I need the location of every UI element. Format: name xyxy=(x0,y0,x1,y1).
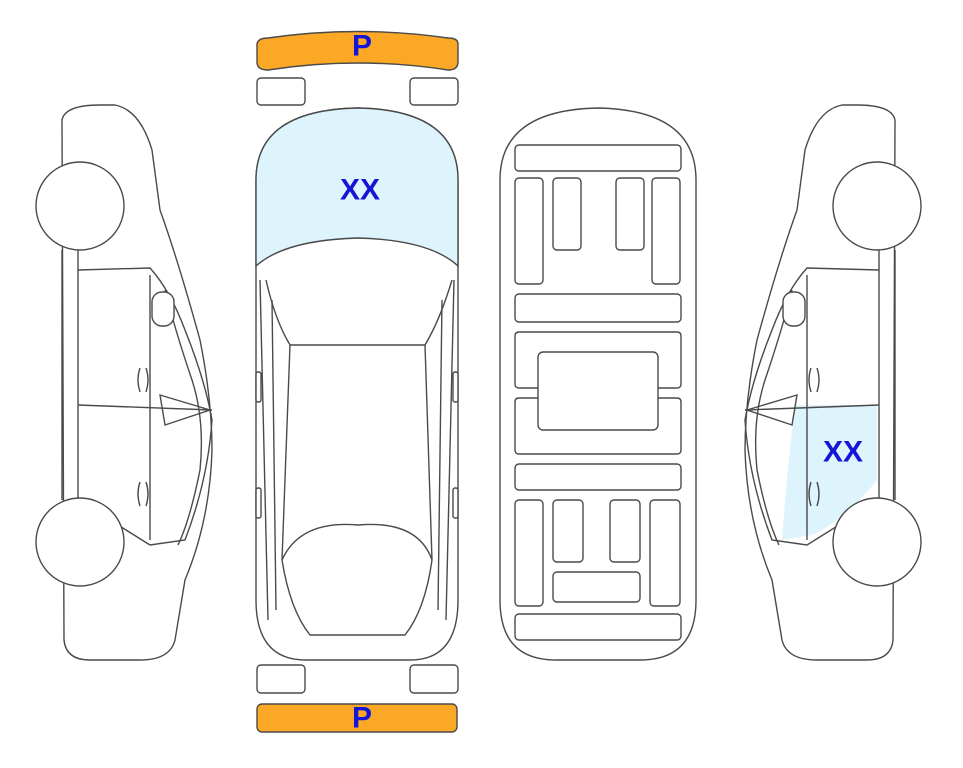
front-wheel-right xyxy=(832,161,922,251)
car-left-side-view xyxy=(35,104,213,661)
hood-label: XX xyxy=(340,174,380,207)
rear-bumper xyxy=(256,703,458,733)
front-wheel xyxy=(35,161,125,251)
right-rear-door xyxy=(782,405,877,540)
front-left-mirror xyxy=(256,77,306,106)
rear-right-light xyxy=(409,664,459,694)
rear-wheel-right xyxy=(832,497,922,587)
hood xyxy=(255,107,459,268)
car-right-side-view: XX xyxy=(744,104,922,661)
rear-left-light xyxy=(256,664,306,694)
rear-bumper-label: P xyxy=(352,702,372,735)
rear-wheel xyxy=(35,497,125,587)
car-top-view: P XX P xyxy=(255,30,459,735)
front-bumper-label: P xyxy=(352,30,372,63)
right-rear-door-label: XX xyxy=(823,436,863,469)
car-underbody-view xyxy=(499,107,697,661)
front-bumper xyxy=(256,30,459,71)
front-right-mirror xyxy=(409,77,459,106)
